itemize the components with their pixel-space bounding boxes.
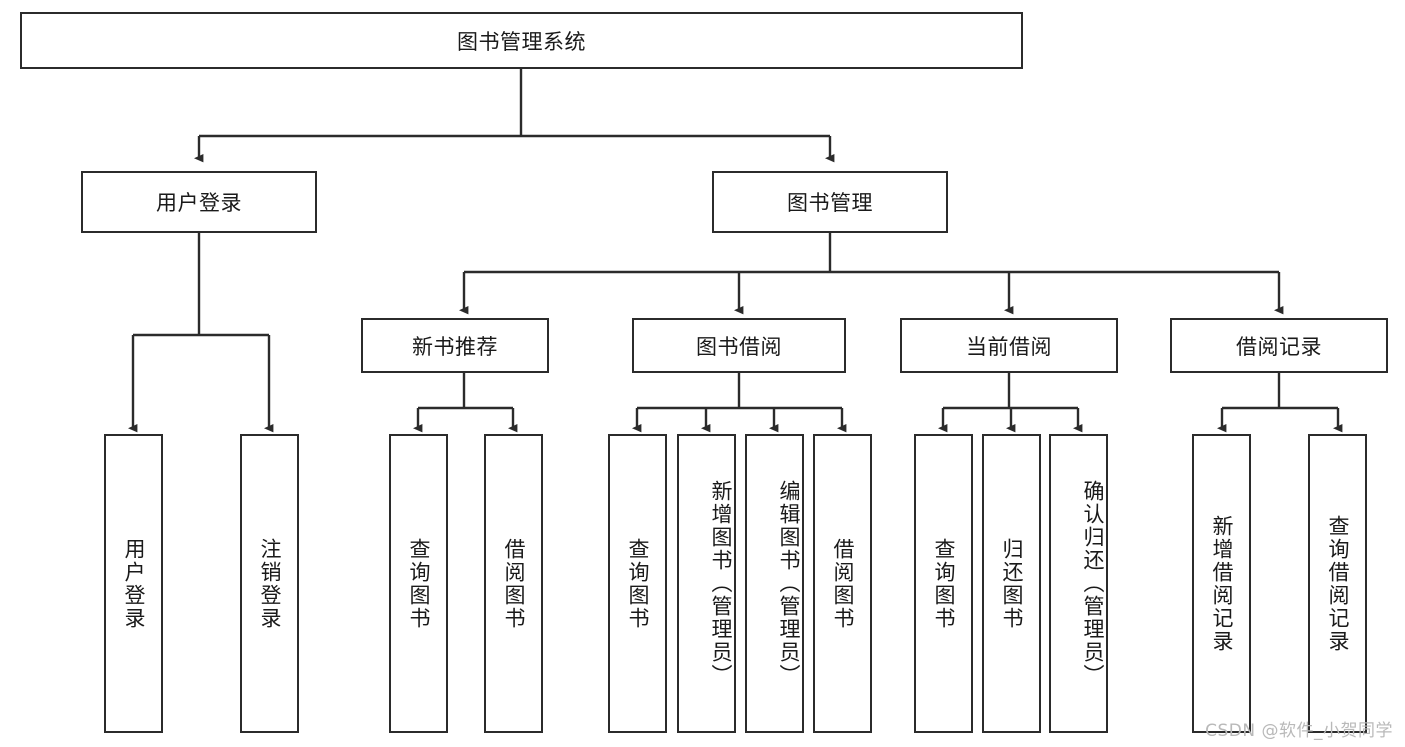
leaf-book-borrow-query-book[interactable]: 查询图书 — [608, 434, 667, 733]
node-root-book-management-system[interactable]: 图书管理系统 — [20, 12, 1023, 69]
node-label: 查询图书 — [625, 537, 650, 630]
node-label: 编辑图书（管理员） — [777, 480, 801, 687]
leaf-borrow-record-query-record[interactable]: 查询借阅记录 — [1308, 434, 1367, 733]
node-label: 确认归还（管理员） — [1081, 480, 1105, 687]
leaf-new-book-query-book[interactable]: 查询图书 — [389, 434, 448, 733]
leaf-current-borrow-confirm-return-admin[interactable]: 确认归还（管理员） — [1049, 434, 1108, 733]
leaf-new-book-borrow-book[interactable]: 借阅图书 — [484, 434, 543, 733]
leaf-user-login-logout[interactable]: 注销登录 — [240, 434, 299, 733]
node-label: 新增图书（管理员） — [709, 480, 733, 687]
node-current-borrow[interactable]: 当前借阅 — [900, 318, 1118, 373]
node-label: 图书管理系统 — [457, 29, 586, 54]
leaf-book-borrow-edit-book-admin[interactable]: 编辑图书（管理员） — [745, 434, 804, 733]
node-user-login[interactable]: 用户登录 — [81, 171, 317, 233]
node-label: 用户登录 — [121, 537, 146, 630]
node-label: 新增借阅记录 — [1209, 514, 1234, 653]
csdn-watermark: CSDN @软件_小贺同学 — [1205, 721, 1393, 741]
node-label: 用户登录 — [156, 191, 242, 215]
node-label: 借阅记录 — [1236, 334, 1322, 359]
node-label: 图书管理 — [787, 191, 873, 215]
node-label: 归还图书 — [999, 537, 1024, 630]
leaf-borrow-record-add-record[interactable]: 新增借阅记录 — [1192, 434, 1251, 733]
node-new-book-recommend[interactable]: 新书推荐 — [361, 318, 549, 373]
node-book-borrow[interactable]: 图书借阅 — [632, 318, 846, 373]
node-borrow-record[interactable]: 借阅记录 — [1170, 318, 1388, 373]
node-label: 查询图书 — [931, 537, 956, 630]
node-label: 查询借阅记录 — [1325, 514, 1350, 653]
node-label: 当前借阅 — [966, 334, 1052, 359]
leaf-user-login-login[interactable]: 用户登录 — [104, 434, 163, 733]
node-label: 图书借阅 — [696, 334, 782, 359]
leaf-book-borrow-borrow-book[interactable]: 借阅图书 — [813, 434, 872, 733]
node-label: 借阅图书 — [830, 537, 855, 630]
leaf-current-borrow-query-book[interactable]: 查询图书 — [914, 434, 973, 733]
node-label: 借阅图书 — [501, 537, 526, 630]
node-label: 注销登录 — [257, 537, 282, 630]
leaf-current-borrow-return-book[interactable]: 归还图书 — [982, 434, 1041, 733]
node-label: 查询图书 — [406, 537, 431, 630]
node-label: 新书推荐 — [412, 334, 498, 359]
leaf-book-borrow-add-book-admin[interactable]: 新增图书（管理员） — [677, 434, 736, 733]
node-book-management[interactable]: 图书管理 — [712, 171, 948, 233]
